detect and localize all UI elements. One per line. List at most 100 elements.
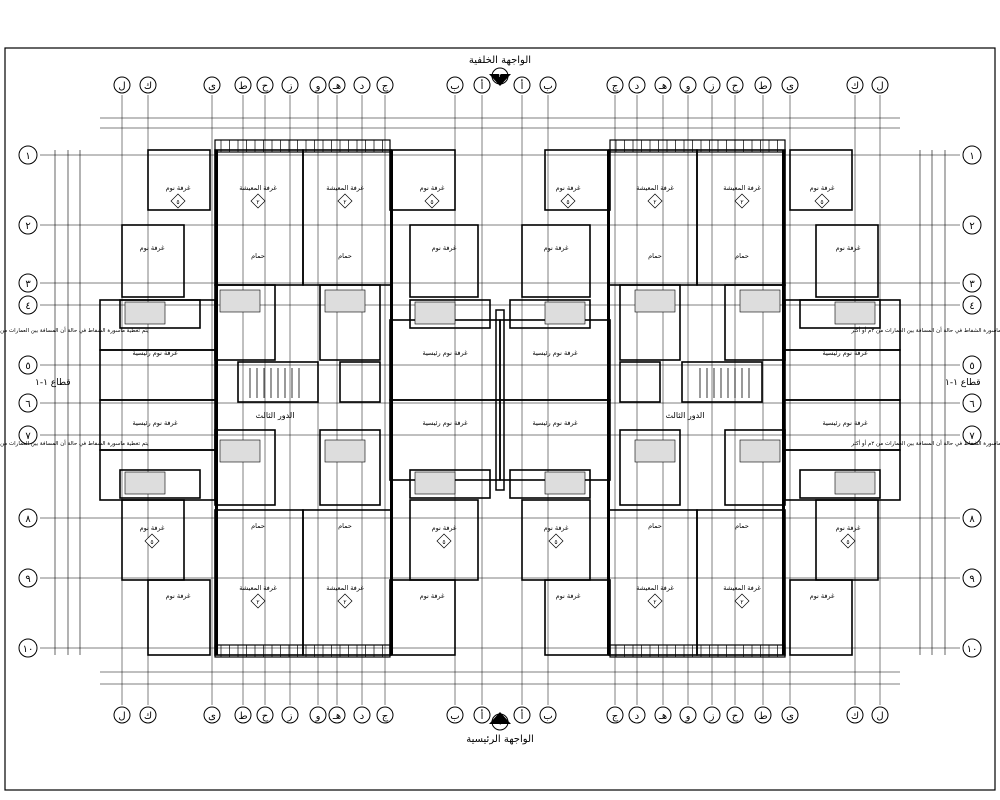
column-axis-label: ح — [732, 711, 739, 722]
room-number: ٢ — [740, 199, 743, 206]
column-axis-bubble — [754, 76, 772, 94]
elevation-marker-top-number: ٢ — [498, 72, 501, 79]
column-axis-bubble — [256, 706, 274, 724]
room-label-living-room: غرفة المعيشة — [239, 184, 277, 192]
bathroom-fixture — [739, 289, 781, 313]
column-axis-bubble — [726, 706, 744, 724]
room-label-bedroom: غرفة نوم — [810, 184, 835, 192]
row-axis-bubble — [962, 393, 982, 413]
drainage-note-3: يتم تغطية ماسورة الشفاط في حالة أن المسا… — [850, 326, 1000, 334]
column-axis-bubble — [703, 76, 721, 94]
room-number-tag — [144, 533, 160, 549]
room-outline — [509, 469, 591, 499]
floor-label-left: الدور الثالث — [256, 411, 295, 420]
structural-wall — [782, 150, 785, 655]
column-axis-bubble — [781, 76, 799, 94]
room-outline — [544, 149, 611, 211]
column-axis-label: ب — [543, 711, 552, 722]
bathroom-fixture — [544, 471, 586, 495]
room-label-master-bedroom: غرفة نوم رئيسية — [532, 419, 578, 427]
room-outline — [409, 469, 491, 499]
row-axis-label: ٧ — [969, 431, 975, 442]
room-outline — [389, 319, 501, 401]
row-axis-bubble — [962, 145, 982, 165]
room-outline — [784, 349, 901, 401]
room-number-tag — [814, 193, 830, 209]
row-axis-label: ١ — [25, 151, 30, 162]
room-number: ٢ — [343, 199, 346, 206]
rear-elevation-title: الواجهة الخلفية — [469, 55, 531, 66]
room-number: ٢ — [256, 599, 259, 606]
room-number-tag — [548, 533, 564, 549]
room-outline — [147, 149, 211, 211]
room-number: ٥ — [554, 539, 557, 546]
bathroom-fixture — [834, 301, 876, 325]
room-number: ٢ — [256, 199, 259, 206]
row-axis-label: ٢ — [25, 221, 30, 232]
room-label-living-room: غرفة المعيشة — [636, 584, 674, 592]
column-axis-bubble — [703, 706, 721, 724]
bathroom-fixture — [414, 471, 456, 495]
row-axis-label: ٥ — [969, 361, 974, 372]
room-outline — [409, 224, 479, 298]
column-axis-bubble — [353, 76, 371, 94]
room-number: ٥ — [430, 199, 433, 206]
column-axis-bubble — [139, 76, 157, 94]
row-axis-bubble — [18, 393, 38, 413]
column-axis-label: هـ — [332, 81, 341, 92]
column-axis-label: ب — [450, 81, 459, 92]
room-label-bedroom: غرفة نوم — [556, 592, 581, 600]
structural-wall — [607, 150, 610, 655]
room-outline — [499, 399, 611, 481]
row-axis-label: ٣ — [25, 279, 31, 290]
row-axis-label: ٩ — [969, 574, 974, 585]
room-label-bedroom: غرفة نوم — [432, 524, 457, 532]
row-axis-label: ٩ — [25, 574, 30, 585]
column-axis-label: ط — [238, 81, 247, 92]
column-axis-label: ط — [758, 711, 767, 722]
balcony-railing — [214, 139, 391, 153]
row-axis-label: ٤ — [25, 301, 30, 312]
row-axis-bubble — [962, 568, 982, 588]
column-axis-bubble — [754, 706, 772, 724]
room-number: ٥ — [442, 539, 445, 546]
bathroom-fixture — [324, 289, 366, 313]
column-axis-label: ى — [786, 711, 794, 722]
row-axis-bubble — [18, 355, 38, 375]
row-axis-label: ٧ — [25, 431, 31, 442]
column-axis-bubble — [628, 706, 646, 724]
column-axis-label: د — [635, 711, 639, 722]
room-number-tag — [436, 533, 452, 549]
column-axis-label: ب — [450, 711, 459, 722]
room-label-master-bedroom: غرفة نوم رئيسية — [422, 349, 468, 357]
column-axis-label: هـ — [658, 711, 667, 722]
column-axis-bubble — [281, 76, 299, 94]
column-axis-label: ب — [543, 81, 552, 92]
column-axis-bubble — [113, 706, 131, 724]
room-outline — [319, 284, 381, 361]
row-axis-label: ٢ — [969, 221, 974, 232]
room-number-tag — [734, 193, 750, 209]
structural-wall — [215, 150, 218, 655]
column-axis-bubble — [846, 76, 864, 94]
room-number-tag — [170, 193, 186, 209]
room-label-bathroom: حمام — [251, 252, 265, 260]
column-axis-label: د — [635, 81, 639, 92]
column-axis-label: ز — [709, 711, 715, 722]
row-axis-bubble — [18, 508, 38, 528]
room-label-living-room: غرفة المعيشة — [723, 184, 761, 192]
column-axis-label: ز — [709, 81, 715, 92]
room-number-tag — [560, 193, 576, 209]
room-outline — [619, 361, 661, 403]
room-outline — [409, 299, 491, 329]
row-axis-bubble — [962, 355, 982, 375]
row-axis-bubble — [18, 568, 38, 588]
column-axis-bubble — [871, 706, 889, 724]
column-axis-bubble — [309, 706, 327, 724]
room-number: ٥ — [176, 199, 179, 206]
column-axis-bubble — [328, 706, 346, 724]
column-axis-label: ط — [238, 711, 247, 722]
room-number: ٥ — [150, 539, 153, 546]
column-axis-bubble — [473, 76, 491, 94]
